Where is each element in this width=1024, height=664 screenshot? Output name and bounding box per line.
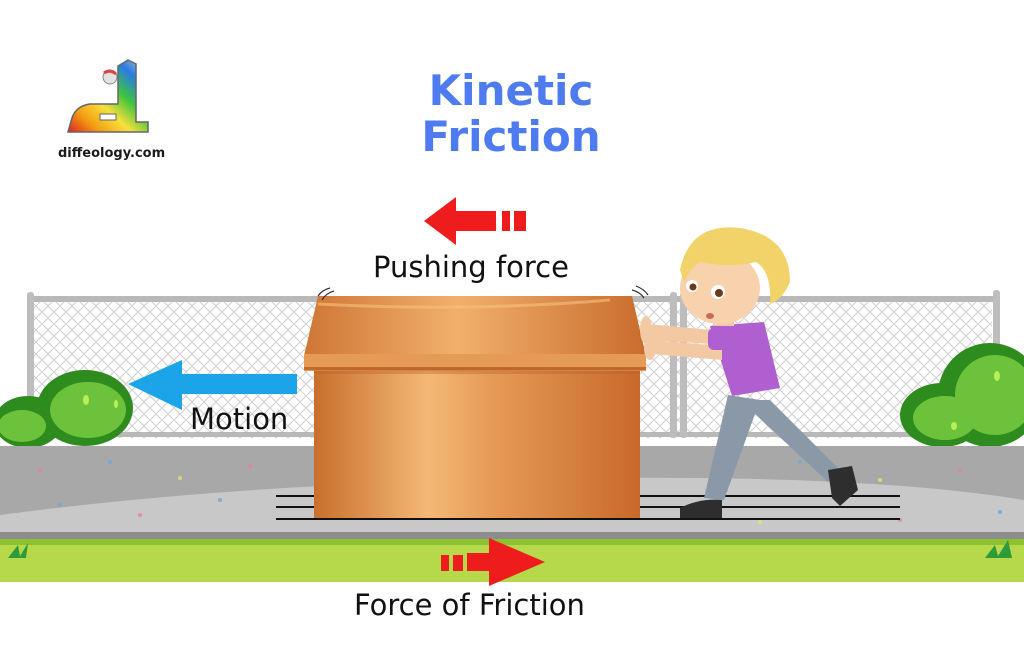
rainbow-d-logo-icon bbox=[67, 59, 149, 133]
pushing-force-arrow-icon bbox=[424, 197, 526, 245]
brand-text: diffeology.com bbox=[58, 146, 166, 161]
grass-tuft-icon bbox=[8, 540, 1012, 558]
pushing-force-label: Pushing force bbox=[373, 250, 569, 284]
motion-arrow-icon bbox=[128, 360, 297, 410]
title-line-2: Friction bbox=[421, 112, 601, 161]
force-of-friction-label: Force of Friction bbox=[354, 588, 585, 622]
title-line-1: Kinetic bbox=[428, 66, 594, 115]
bush-right bbox=[900, 343, 1024, 447]
wooden-box bbox=[304, 285, 649, 518]
friction-arrow-icon bbox=[441, 538, 545, 586]
page-title: Kinetic Friction bbox=[380, 68, 642, 160]
boy-pushing bbox=[640, 227, 858, 518]
bush-left bbox=[0, 370, 133, 448]
motion-label: Motion bbox=[190, 402, 289, 436]
